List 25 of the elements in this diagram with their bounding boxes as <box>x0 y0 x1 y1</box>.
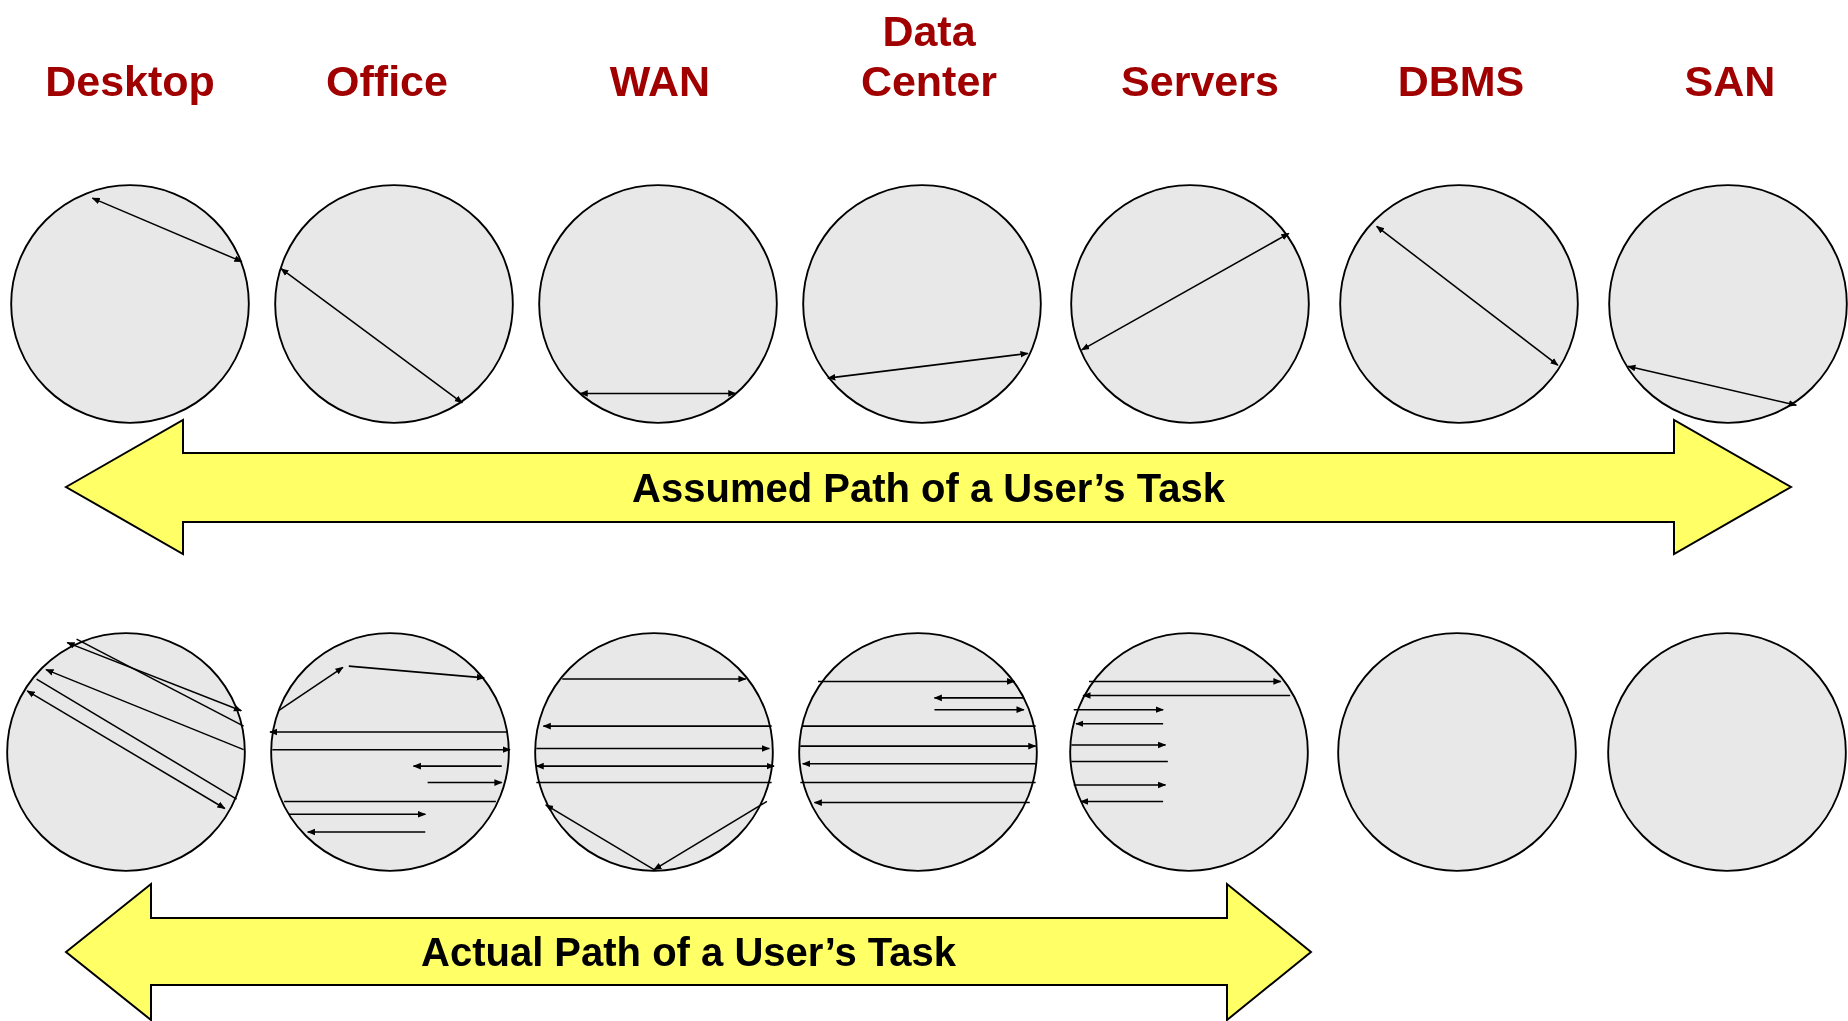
circle <box>270 632 510 872</box>
circle <box>538 184 778 424</box>
circle <box>534 632 774 872</box>
circle <box>1339 184 1579 424</box>
circle <box>1069 632 1309 872</box>
column-heading: Data Center <box>859 7 999 106</box>
column-heading: Desktop <box>45 56 215 106</box>
arrow-label: Actual Path of a User’s Task <box>421 931 956 972</box>
column-heading: Servers <box>1121 56 1279 106</box>
double-arrow <box>66 884 1311 1020</box>
circle <box>1070 184 1310 424</box>
circle <box>10 184 250 424</box>
circle <box>1337 632 1577 872</box>
arrow-label: Assumed Path of a User’s Task <box>632 467 1225 508</box>
column-heading: SAN <box>1684 56 1776 106</box>
column-heading: Office <box>326 56 448 106</box>
circle <box>274 184 514 424</box>
circle <box>1607 632 1847 872</box>
double-arrow <box>66 420 1791 554</box>
circle <box>798 632 1038 872</box>
circle <box>6 632 246 872</box>
column-heading: WAN <box>609 56 711 106</box>
column-heading: DBMS <box>1397 56 1525 106</box>
circle <box>1608 184 1848 424</box>
circle <box>802 184 1042 424</box>
